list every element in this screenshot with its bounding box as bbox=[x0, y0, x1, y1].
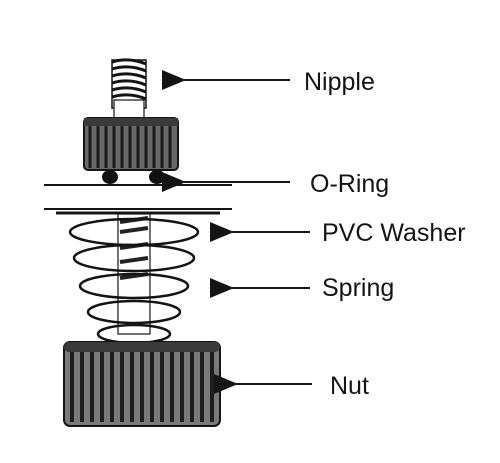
spring-part bbox=[68, 217, 200, 345]
callout-arrows bbox=[162, 70, 312, 394]
nut-part bbox=[63, 341, 221, 427]
o-ring-label: O-Ring bbox=[310, 170, 390, 198]
pvc-washer-part bbox=[44, 208, 232, 215]
nipple-part bbox=[83, 58, 179, 171]
pvc-washer-label: PVC Washer bbox=[322, 219, 466, 247]
spring-label: Spring bbox=[322, 274, 395, 302]
nipple-label: Nipple bbox=[304, 68, 375, 96]
nut-label: Nut bbox=[330, 372, 369, 400]
o-ring-part bbox=[102, 170, 165, 184]
